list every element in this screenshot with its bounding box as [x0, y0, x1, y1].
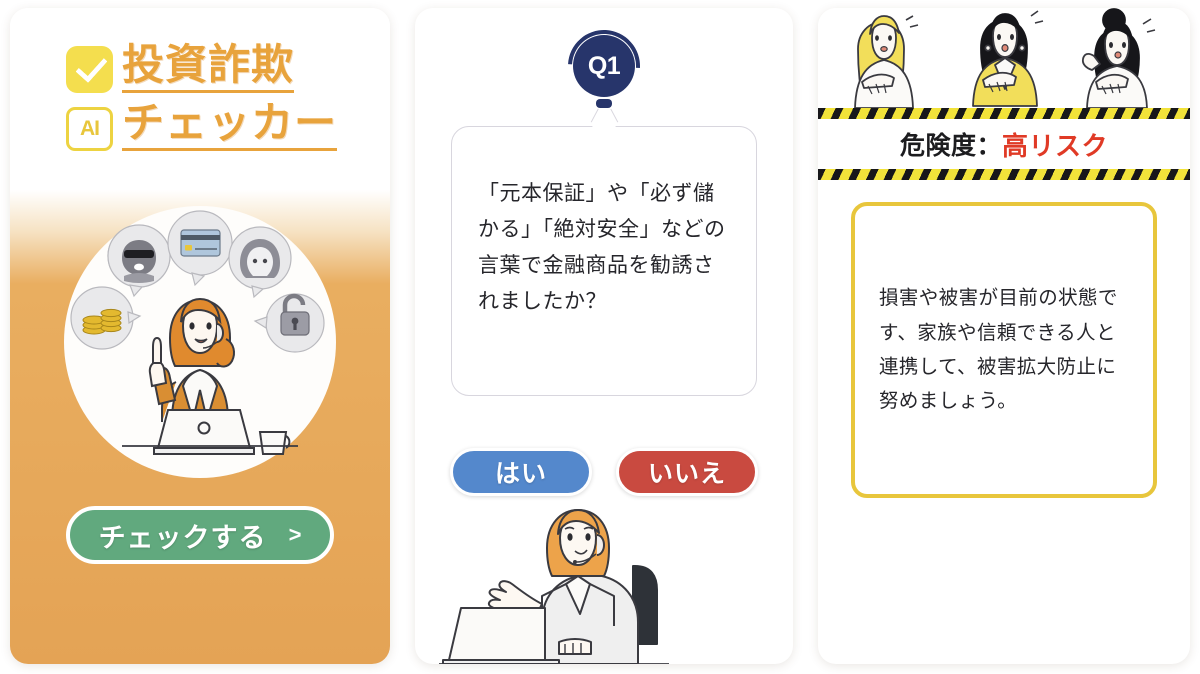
check-button[interactable]: チェックする > — [66, 506, 334, 564]
intro-card-body: チェックする > — [10, 184, 390, 664]
question-number-label: Q1 — [587, 51, 621, 80]
operator-with-headset-illustration — [439, 509, 669, 664]
app-title-line2: チェッカー — [122, 102, 338, 151]
masked-thief-icon — [107, 224, 171, 298]
badge-nub-decoration — [596, 99, 612, 108]
answer-yes-button[interactable]: はい — [450, 448, 592, 496]
woman-figure — [122, 297, 298, 455]
answer-yes-label: はい — [494, 459, 547, 488]
logo-row-secondary: AI チェッカー — [66, 102, 338, 151]
answer-buttons: はい いいえ — [415, 448, 793, 496]
worried-woman-3 — [1081, 8, 1156, 109]
unlocked-padlock-icon — [253, 293, 325, 353]
risk-level-value: 高リスク — [1002, 131, 1109, 162]
checkmark-icon — [66, 46, 113, 93]
intro-card-header: 投資詐欺 AI チェッカー — [10, 8, 390, 184]
app-logo: 投資詐欺 AI チェッカー — [66, 44, 338, 151]
chevron-right-icon: > — [288, 522, 302, 547]
intro-card: 投資詐欺 AI チェッカー — [10, 8, 390, 664]
worried-woman-2 — [972, 10, 1044, 107]
question-card: Q1 「元本保証」や「必ず儲かる」「絶対安全」などの言葉で金融商品を勧誘されまし… — [415, 8, 793, 664]
hero-illustration — [64, 206, 336, 478]
hooded-figure-icon — [228, 226, 292, 299]
advice-text: 損害や被害が目前の状態です、家族や信頼できる人と連携して、被害拡大防止に努めまし… — [879, 286, 1118, 413]
credit-card-icon — [167, 210, 233, 287]
answer-no-label: いいえ — [647, 459, 726, 488]
app-title-line1: 投資詐欺 — [122, 44, 295, 93]
risk-level-line: 危険度： 高リスク — [818, 119, 1190, 169]
coin-stack-icon — [70, 286, 142, 350]
logo-row-primary: 投資詐欺 — [66, 44, 337, 93]
badge-disc: Q1 — [573, 35, 635, 97]
hazard-stripe-bottom — [818, 169, 1190, 180]
advice-box: 損害や被害が目前の状態です、家族や信頼できる人と連携して、被害拡大防止に努めまし… — [851, 202, 1157, 498]
ai-badge-label: AI — [80, 117, 100, 140]
result-illustration — [818, 8, 1190, 109]
risk-level-label: 危険度： — [899, 131, 1002, 160]
operator-illustration — [439, 504, 769, 664]
ai-badge-icon: AI — [66, 107, 113, 151]
worried-woman-1 — [854, 15, 919, 109]
check-button-label: チェックする — [98, 522, 267, 554]
answer-no-button[interactable]: いいえ — [616, 448, 758, 496]
question-number-badge: Q1 — [553, 15, 655, 117]
question-bubble: 「元本保証」や「必ず儲かる」「絶対安全」などの言葉で金融商品を勧誘されましたか？ — [451, 108, 757, 396]
hazard-stripe-top — [818, 108, 1190, 119]
question-text: 「元本保証」や「必ず儲かる」「絶対安全」などの言葉で金融商品を勧誘されましたか？ — [478, 181, 726, 314]
woman-with-laptop-illustration — [70, 210, 325, 455]
three-worried-women-illustration — [854, 8, 1156, 109]
result-card: 危険度： 高リスク 損害や被害が目前の状態です、家族や信頼できる人と連携して、被… — [818, 8, 1190, 664]
